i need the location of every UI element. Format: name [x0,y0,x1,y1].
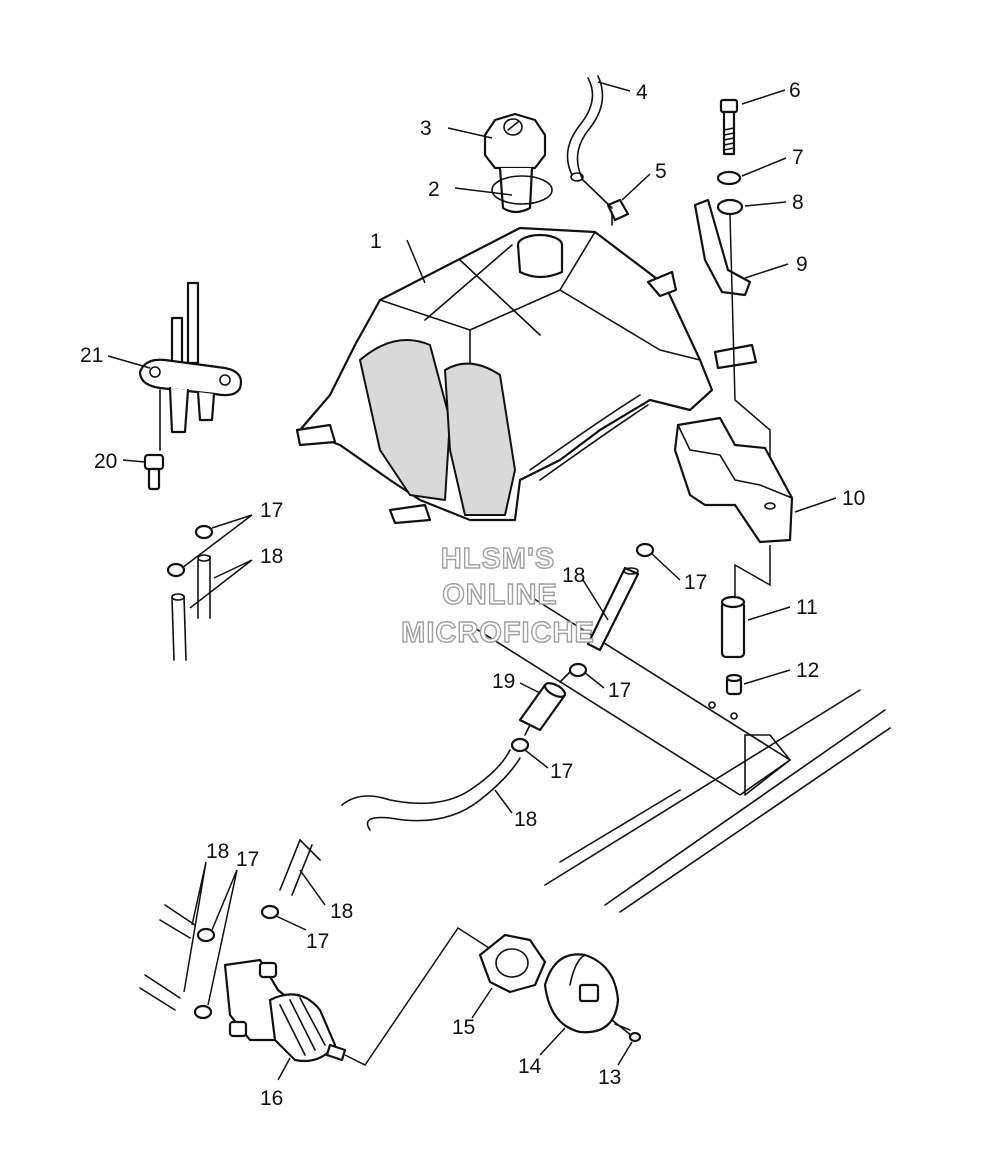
hose-clamp [568,662,588,678]
callout-leaders [107,81,837,1081]
mounting-bracket [693,198,752,297]
cover-screw [611,1019,642,1043]
callout-17-b: 17 [684,571,707,594]
watermark-line-2: ONLINE [442,579,558,611]
pump-cover [543,953,620,1034]
callout-18-a: 18 [260,545,283,568]
fuel-hose [171,554,211,661]
spacer-sleeve [720,595,746,659]
fuel-valve-petcock [138,281,243,451]
callout-18-e: 18 [330,900,353,923]
fuel-hose [139,839,321,1011]
callout-17-a: 17 [260,499,283,522]
fuel-hose [341,749,521,831]
callout-20: 20 [94,450,117,473]
callout-9: 9 [796,253,808,276]
callout-6: 6 [789,79,801,102]
hose-clamp [510,737,530,753]
callout-18-d: 18 [206,840,229,863]
valve-screw [143,453,165,491]
callout-11: 11 [796,596,818,619]
fuel-hose [586,566,640,652]
callout-17-c: 17 [608,679,631,702]
callout-18-c: 18 [514,808,537,831]
hose-clamp [166,524,214,578]
callout-17-e: 17 [236,848,259,871]
callout-8: 8 [792,191,804,214]
callout-2: 2 [428,178,440,201]
callout-4: 4 [636,81,648,104]
retaining-nut [478,933,547,994]
rubber-pad [673,416,794,544]
callout-15: 15 [452,1016,475,1039]
callout-7: 7 [792,146,804,169]
vent-fitting [606,198,630,222]
callout-3: 3 [420,117,432,140]
callout-18-b: 18 [562,564,585,587]
callout-10: 10 [842,487,865,510]
callout-12: 12 [796,659,819,682]
callout-labels: 1 2 3 4 5 6 7 8 9 10 11 12 13 14 15 16 1… [80,79,865,1110]
frame-rail [469,589,891,913]
vent-hose [566,75,604,179]
callout-17-f: 17 [306,930,329,953]
callout-19: 19 [492,670,515,693]
o-ring [491,175,553,205]
callout-1: 1 [370,230,382,253]
hose-clamp [635,542,655,558]
fuel-pump [223,958,347,1063]
flat-washer [716,198,744,216]
hose-clamp [193,904,280,1020]
mounting-bolt [719,98,739,156]
callout-17-d: 17 [550,760,573,783]
watermark: HLSM'S ONLINE MICROFICHE [400,542,595,649]
fuel-cap [483,112,547,214]
fuel-tank [295,226,758,525]
callout-21: 21 [80,344,103,367]
callout-5: 5 [655,160,667,183]
callout-16: 16 [260,1087,283,1110]
grommet [725,673,743,696]
watermark-line-1: HLSM'S [441,543,555,575]
callout-13: 13 [598,1066,621,1089]
fuel-filter [518,671,571,736]
watermark-line-3: MICROFICHE [401,617,595,649]
lock-washer [716,170,742,186]
callout-14: 14 [518,1055,542,1078]
